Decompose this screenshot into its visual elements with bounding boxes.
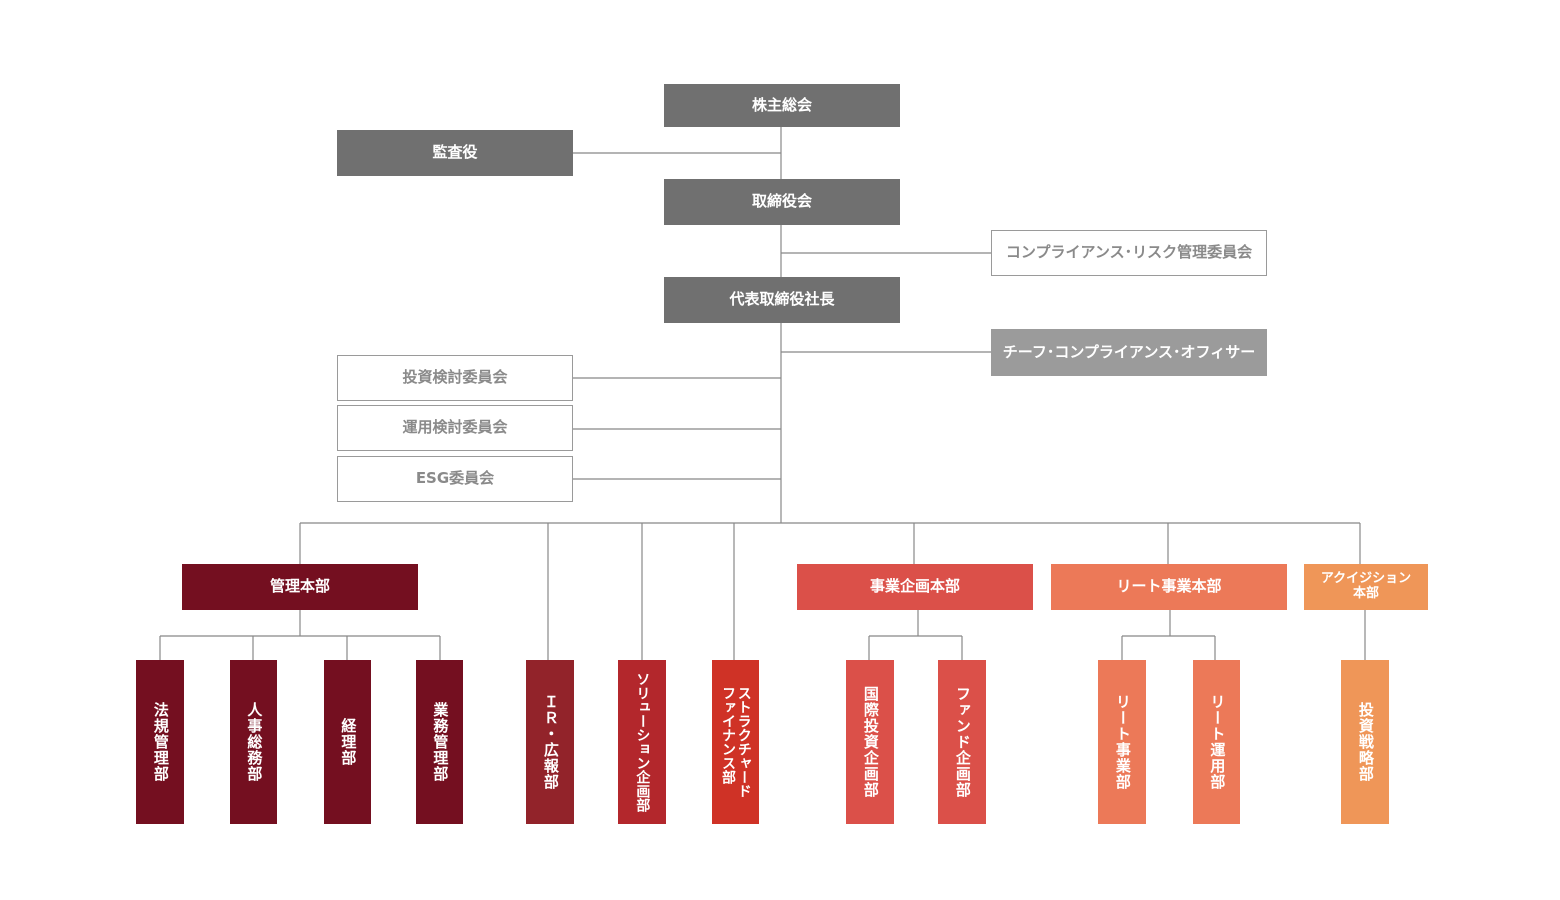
operation-review-committee-box: 運用検討委員会 [337,405,573,451]
operations-dept-box: 業務管理部 [416,660,463,824]
hr-dept-label: 人事総務部 [245,702,264,782]
solution-dept-label: ソリューション企画部 [634,672,651,812]
ir-dept-label: ＩＲ・広報部 [541,694,560,790]
reit-operation-dept-box: リート運用部 [1193,660,1240,824]
accounting-dept-label: 経理部 [339,718,358,766]
reit-operation-dept-label: リート運用部 [1208,694,1227,790]
acquisition-division-label-line1: アクイジション [1320,571,1412,587]
operation-review-committee-label: 運用検討委員会 [402,418,508,437]
investment-review-committee-label: 投資検討委員会 [402,368,508,387]
solution-dept-box: ソリューション企画部 [618,660,666,824]
international-investment-dept-box: 国際投資企画部 [846,660,894,824]
ir-dept-box: ＩＲ・広報部 [526,660,574,824]
investment-review-committee-box: 投資検討委員会 [337,355,573,401]
fund-planning-dept-label: ファンド企画部 [953,686,972,798]
president-label: 代表取締役社長 [729,290,835,309]
admin-division-label: 管理本部 [269,577,330,596]
compliance-risk-committee-label: コンプライアンス･リスク管理委員会 [1005,243,1253,262]
structured-finance-label-line2: ファイナンス部 [720,686,736,784]
hr-dept-box: 人事総務部 [230,660,277,824]
reit-business-dept-box: リート事業部 [1098,660,1146,824]
legal-dept-box: 法規管理部 [136,660,184,824]
admin-division-box: 管理本部 [182,564,418,610]
international-investment-dept-label: 国際投資企画部 [861,686,880,798]
fund-planning-dept-box: ファンド企画部 [938,660,986,824]
esg-committee-label: ESG委員会 [415,469,495,488]
reit-business-division-box: リート事業本部 [1051,564,1287,610]
legal-dept-label: 法規管理部 [151,702,170,782]
business-planning-division-label: 事業企画本部 [869,577,960,596]
investment-strategy-dept-box: 投資戦略部 [1341,660,1389,824]
structured-finance-dept-box: ストラクチャード ファイナンス部 [712,660,759,824]
structured-finance-label-line1: ストラクチャード [735,686,752,798]
investment-strategy-dept-label: 投資戦略部 [1356,702,1375,782]
president-box: 代表取締役社長 [664,277,900,323]
accounting-dept-box: 経理部 [324,660,371,824]
esg-committee-box: ESG委員会 [337,456,573,502]
operations-dept-label: 業務管理部 [431,702,450,782]
acquisition-division-box: アクイジション 本部 [1304,564,1428,610]
shareholders-meeting-label: 株主総会 [751,95,812,114]
reit-business-division-label: リート事業本部 [1116,577,1222,596]
business-planning-division-box: 事業企画本部 [797,564,1033,610]
auditor-label: 監査役 [432,143,478,162]
board-box: 取締役会 [664,179,900,225]
auditor-box: 監査役 [337,130,573,176]
compliance-risk-committee-box: コンプライアンス･リスク管理委員会 [991,230,1267,276]
cco-box: チーフ･コンプライアンス･オフィサー [991,329,1267,376]
board-label: 取締役会 [751,192,812,211]
cco-label: チーフ･コンプライアンス･オフィサー [1002,342,1256,361]
acquisition-division-label-line2: 本部 [1352,586,1379,601]
reit-business-dept-label: リート事業部 [1113,694,1132,790]
shareholders-meeting-box: 株主総会 [664,84,900,127]
